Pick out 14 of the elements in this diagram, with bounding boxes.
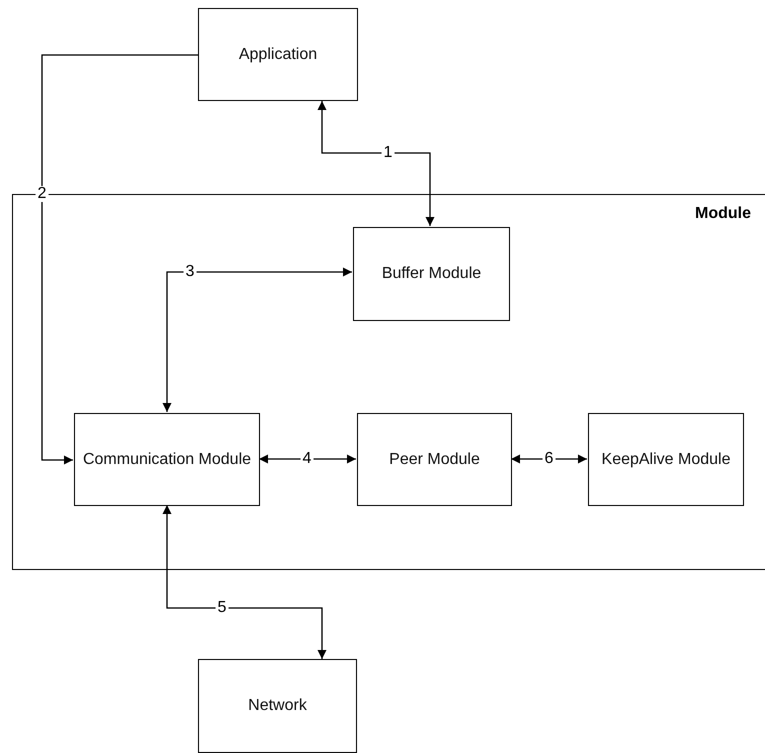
group-title: Module xyxy=(694,204,751,224)
module-box: Application xyxy=(198,8,358,101)
connector-arrow xyxy=(511,454,587,464)
connector-arrow xyxy=(162,268,352,412)
module-box: KeepAlive Module xyxy=(588,413,744,506)
connector-arrow xyxy=(318,101,434,226)
edge-label: 2 xyxy=(36,186,48,202)
connector-arrow xyxy=(162,505,326,659)
module-box: Buffer Module xyxy=(353,227,510,321)
connector-arrow xyxy=(259,454,356,464)
module-box: Peer Module xyxy=(357,413,512,506)
connector-arrow xyxy=(41,54,198,464)
module-box: Communication Module xyxy=(74,413,260,506)
module-box: Network xyxy=(198,659,357,753)
